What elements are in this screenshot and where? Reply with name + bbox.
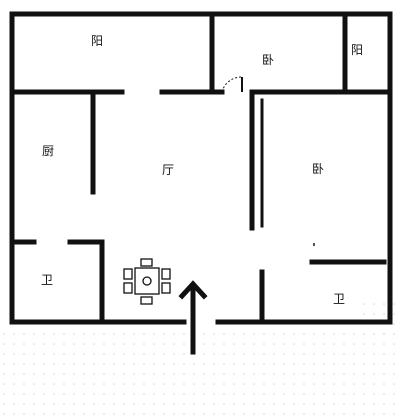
room-label-balcony-top-right: 阳 xyxy=(351,43,363,57)
room-label-balcony-top-left: 阳 xyxy=(91,34,103,48)
chair-left-1 xyxy=(123,268,133,280)
room-label-bedroom-top: 卧 xyxy=(262,53,274,67)
room-label-bathroom-right: 卫 xyxy=(333,292,345,306)
dining-table-icon xyxy=(123,258,171,305)
room-label-kitchen: 厨 xyxy=(42,144,54,158)
room-label-bedroom-right: 卧 xyxy=(312,162,324,176)
dot-grid-area xyxy=(0,332,401,418)
chair-bottom xyxy=(140,296,153,305)
walls xyxy=(9,11,393,325)
chair-right-2 xyxy=(161,282,171,294)
arrow-head xyxy=(178,280,208,300)
room-label-bathroom-left: 卫 xyxy=(41,273,53,287)
door-arc xyxy=(221,76,243,93)
chair-top xyxy=(140,258,153,267)
room-label-living-room: 厅 xyxy=(162,163,174,177)
door-swing xyxy=(221,76,243,93)
wall-mark xyxy=(313,243,315,246)
chair-right-1 xyxy=(161,268,171,280)
entrance-arrow-icon xyxy=(178,280,208,355)
table-top xyxy=(134,267,160,295)
chair-left-2 xyxy=(123,282,133,294)
table-center-mark xyxy=(142,276,152,286)
